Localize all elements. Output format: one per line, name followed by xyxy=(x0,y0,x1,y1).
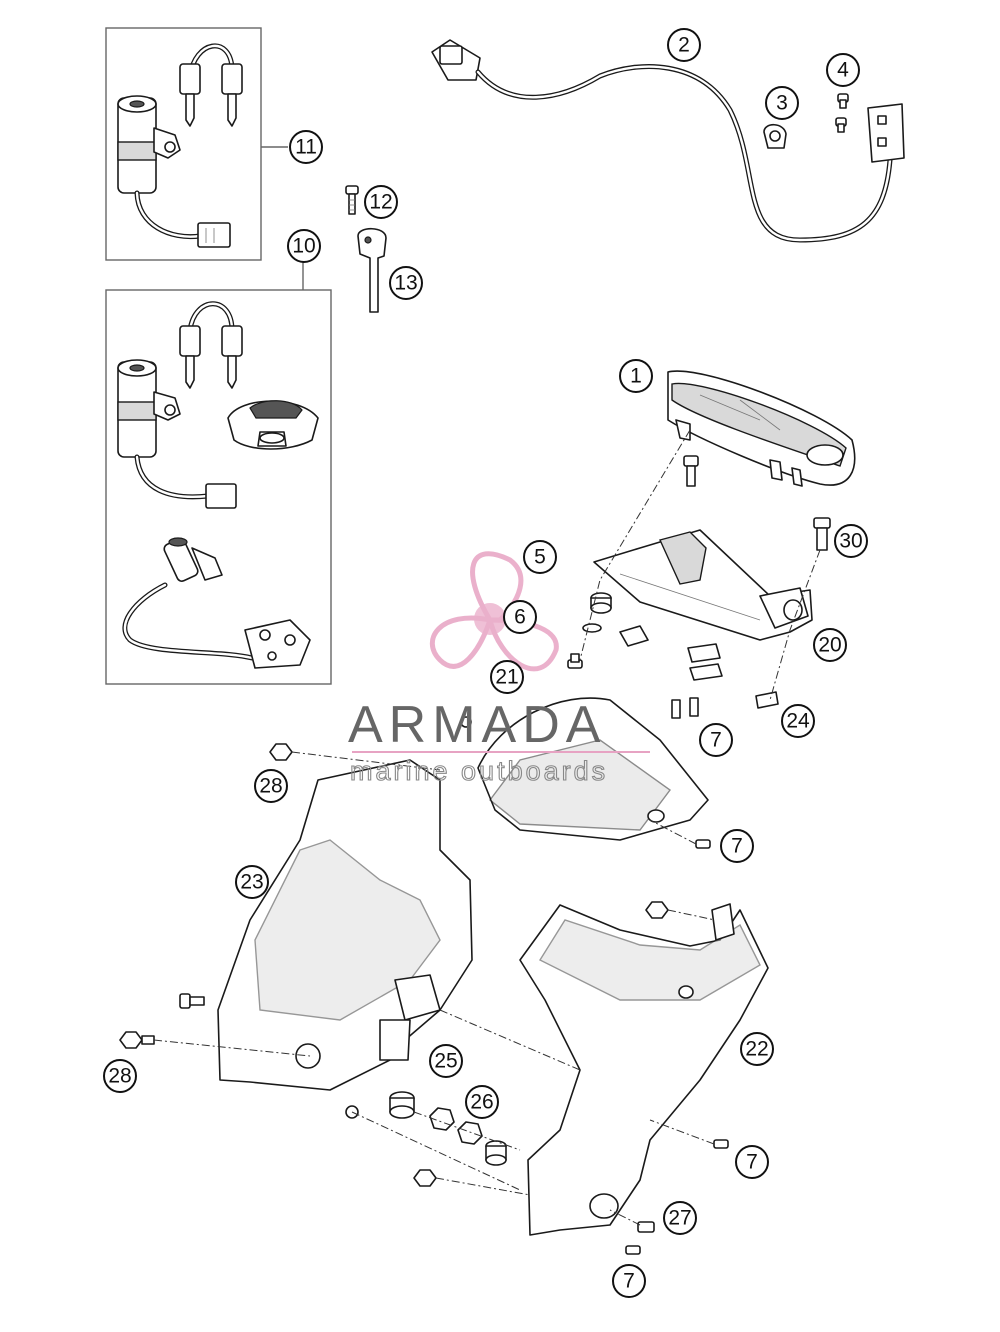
lock-set-kit-10 xyxy=(117,301,319,669)
speedometer-unit-1 xyxy=(667,370,856,487)
callout-2: 2 xyxy=(667,28,701,62)
screw-lower-left xyxy=(413,1169,437,1187)
svg-text:7: 7 xyxy=(623,1270,635,1293)
svg-text:10: 10 xyxy=(292,235,315,258)
kit-frame-11 xyxy=(105,27,262,261)
callout-26: 26 xyxy=(465,1085,499,1119)
callout-22: 22 xyxy=(740,1032,774,1066)
svg-text:28: 28 xyxy=(108,1065,131,1088)
svg-text:7: 7 xyxy=(746,1151,758,1174)
svg-text:4: 4 xyxy=(837,59,849,82)
svg-text:30: 30 xyxy=(839,530,862,553)
headlight-mask xyxy=(460,697,709,841)
ignition-lock-kit-11 xyxy=(117,43,243,248)
svg-text:24: 24 xyxy=(786,710,810,733)
callout-13: 13 xyxy=(389,266,423,300)
screw-side-left xyxy=(179,993,205,1009)
svg-text:7: 7 xyxy=(710,729,722,752)
callout-20: 20 xyxy=(813,628,847,662)
screws-4 xyxy=(835,93,849,133)
screw-27 xyxy=(637,1221,655,1233)
svg-text:28: 28 xyxy=(259,775,282,798)
bolt-upper xyxy=(683,455,699,487)
svg-text:3: 3 xyxy=(776,92,788,115)
callout-7-c: 7 xyxy=(735,1145,769,1179)
side-panel-right-22 xyxy=(519,903,769,1236)
callout-25: 25 xyxy=(429,1044,463,1078)
svg-text:11: 11 xyxy=(295,136,317,159)
screw-7-mask xyxy=(695,839,711,849)
assembly-guide-lines xyxy=(153,429,821,1226)
svg-text:6: 6 xyxy=(514,606,526,629)
callout-6: 6 xyxy=(503,600,537,634)
callout-1: 1 xyxy=(619,359,653,393)
nut-right-top xyxy=(645,901,669,919)
screws-7-upper xyxy=(671,697,699,719)
speed-sensor-cable-2 xyxy=(431,39,905,243)
svg-text:26: 26 xyxy=(470,1091,493,1114)
screw-28-lower xyxy=(119,1031,155,1049)
svg-text:21: 21 xyxy=(495,666,518,689)
callout-24: 24 xyxy=(781,704,815,738)
svg-text:25: 25 xyxy=(434,1050,457,1073)
side-panel-left-23 xyxy=(217,759,473,1119)
svg-text:13: 13 xyxy=(394,272,417,295)
callout-10: 10 xyxy=(287,229,321,263)
svg-text:23: 23 xyxy=(240,871,263,894)
svg-text:22: 22 xyxy=(745,1038,768,1061)
svg-text:7: 7 xyxy=(731,835,743,858)
svg-text:5: 5 xyxy=(534,546,546,569)
washer-6 xyxy=(582,623,602,633)
bolt-30 xyxy=(813,517,831,551)
svg-text:2: 2 xyxy=(678,34,690,57)
watermark-tagline: marine outboards xyxy=(350,756,608,786)
kit-frame-10 xyxy=(105,289,332,685)
screw-21 xyxy=(567,653,583,669)
callout-12: 12 xyxy=(364,185,398,219)
callout-23: 23 xyxy=(235,865,269,899)
callout-4: 4 xyxy=(826,53,860,87)
svg-text:27: 27 xyxy=(668,1207,691,1230)
instrument-bracket-20 xyxy=(593,529,813,641)
watermark-brand: ARMADA xyxy=(348,696,606,754)
bushing-right xyxy=(485,1140,507,1166)
callout-7-a: 7 xyxy=(699,723,733,757)
screw-12 xyxy=(345,185,359,215)
callout-5: 5 xyxy=(523,540,557,574)
screw-7-bottom xyxy=(625,1245,641,1255)
key-blank-13 xyxy=(357,227,387,313)
screw-7-right xyxy=(713,1139,729,1149)
nut-26 xyxy=(429,1107,483,1145)
clip-nuts xyxy=(619,625,779,709)
callout-27: 27 xyxy=(663,1201,697,1235)
svg-text:20: 20 xyxy=(818,634,841,657)
callout-11: 11 xyxy=(289,130,323,164)
grommet-5 xyxy=(590,592,612,614)
nut-28-upper xyxy=(269,743,293,761)
callout-28-a: 28 xyxy=(254,769,288,803)
callout-21: 21 xyxy=(490,660,524,694)
bushing-25 xyxy=(389,1091,415,1119)
callout-30: 30 xyxy=(834,524,868,558)
callout-7-d: 7 xyxy=(612,1264,646,1298)
svg-text:1: 1 xyxy=(630,365,642,388)
cable-clip-3 xyxy=(763,123,787,149)
svg-text:12: 12 xyxy=(369,191,392,214)
callout-7-b: 7 xyxy=(720,829,754,863)
callout-28-b: 28 xyxy=(103,1059,137,1093)
callout-3: 3 xyxy=(765,86,799,120)
